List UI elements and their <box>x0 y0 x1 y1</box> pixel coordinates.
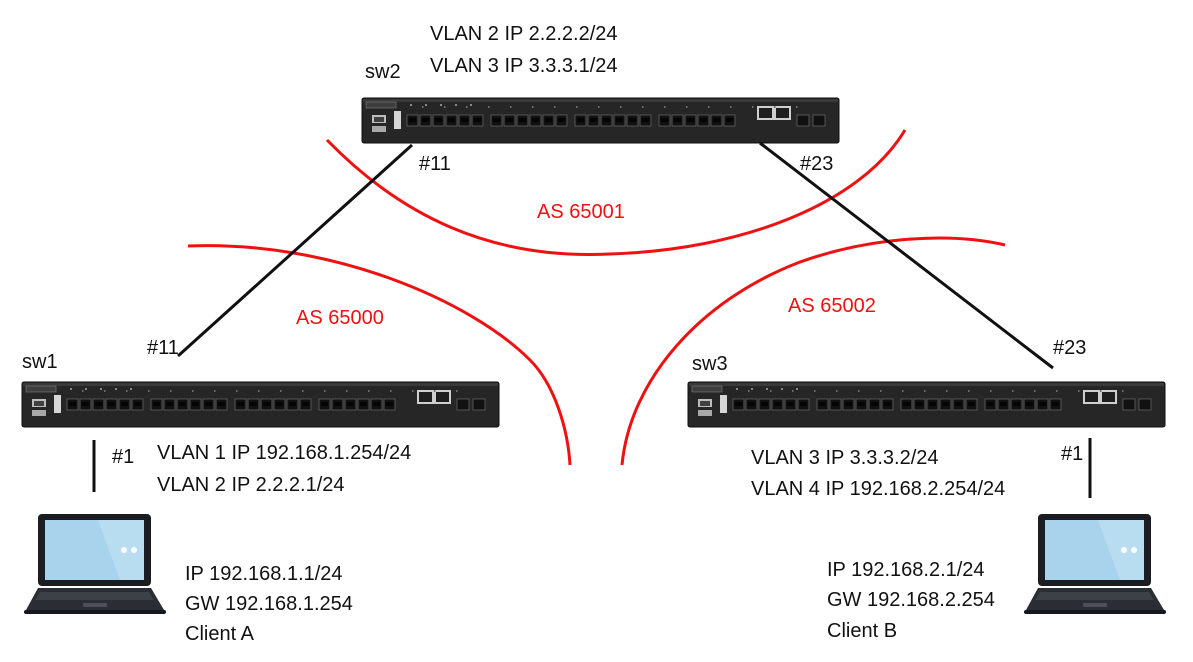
link-sw2-sw1 <box>176 143 414 358</box>
sw2-port-23-label: #23 <box>800 153 833 175</box>
sw1-vlan-1-label: VLAN 1 IP 192.168.1.254/24 <box>157 442 411 464</box>
client-b-name-label: Client B <box>827 620 897 642</box>
sw2-vlan-3-label: VLAN 3 IP 3.3.3.1/24 <box>430 55 618 77</box>
sw1-name-label: sw1 <box>22 351 58 373</box>
switch-sw1[interactable] <box>21 381 500 428</box>
sw1-port-11-label: #11 <box>147 337 179 359</box>
link-sw2-sw3 <box>759 141 1054 370</box>
laptop-icon[interactable] <box>24 514 166 614</box>
sw3-vlan-4-label: VLAN 4 IP 192.168.2.254/24 <box>751 478 1005 500</box>
sw3-port-1-label: #1 <box>1061 443 1083 465</box>
client-a-gw-label: GW 192.168.1.254 <box>185 593 353 615</box>
as-65002-label: AS 65002 <box>788 295 876 317</box>
client-a-name-label: Client A <box>185 623 255 645</box>
as-65000-boundary <box>187 244 572 466</box>
links <box>92 141 1092 498</box>
as-65002-boundary <box>620 236 1006 466</box>
sw2-vlan-2-label: VLAN 2 IP 2.2.2.2/24 <box>430 23 618 45</box>
sw1-port-1-label: #1 <box>112 446 134 468</box>
sw3-name-label: sw3 <box>692 353 728 375</box>
switch-sw2[interactable] <box>361 97 840 144</box>
sw3-vlan-3-label: VLAN 3 IP 3.3.3.2/24 <box>751 447 939 469</box>
switch-sw3[interactable] <box>687 381 1166 428</box>
as-65001-label: AS 65001 <box>537 201 625 223</box>
sw1-vlan-2-label: VLAN 2 IP 2.2.2.1/24 <box>157 474 345 496</box>
laptop-icon[interactable] <box>1024 514 1166 614</box>
client-b-ip-label: IP 192.168.2.1/24 <box>827 559 985 581</box>
client-b-gw-label: GW 192.168.2.254 <box>827 589 995 611</box>
sw2-port-11-label: #11 <box>419 153 451 175</box>
sw2-name-label: sw2 <box>365 61 401 83</box>
client-a-ip-label: IP 192.168.1.1/24 <box>185 563 343 585</box>
as-65000-label: AS 65000 <box>296 307 384 329</box>
as-boundaries <box>187 129 1006 466</box>
sw3-port-23-label: #23 <box>1053 337 1086 359</box>
as-65001-boundary <box>325 129 907 257</box>
